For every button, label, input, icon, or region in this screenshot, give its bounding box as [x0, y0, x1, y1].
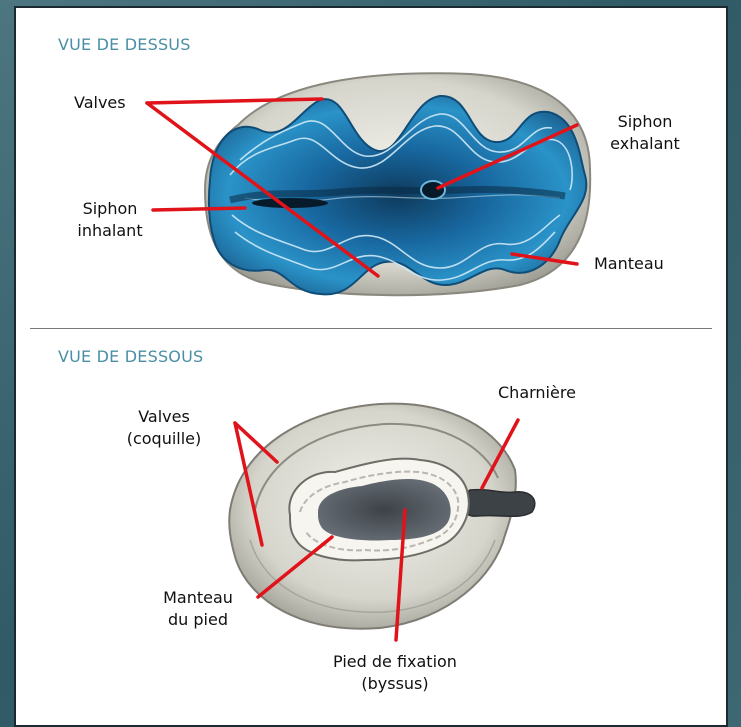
label-manteau-du-pied: Manteau du pied — [152, 587, 244, 631]
label-valves-coquille-line2: (coquille) — [116, 428, 212, 450]
label-valves-coquille-line1: Valves — [116, 406, 212, 428]
label-siphon-inhalant: Siphon inhalant — [70, 198, 150, 242]
label-siphon-exhalant-line2: exhalant — [602, 133, 688, 155]
label-siphon-inhalant-line2: inhalant — [70, 220, 150, 242]
label-siphon-inhalant-line1: Siphon — [70, 198, 150, 220]
top-view-clam — [205, 73, 590, 295]
label-siphon-exhalant: Siphon exhalant — [602, 111, 688, 155]
label-manteau: Manteau — [594, 253, 664, 275]
pointer-siphon-inhalant — [153, 208, 245, 210]
bottom-view-clam — [229, 404, 535, 629]
label-manteau-pied-line1: Manteau — [152, 587, 244, 609]
label-valves-coquille: Valves (coquille) — [116, 406, 212, 450]
label-pied-de-fixation: Pied de fixation (byssus) — [315, 651, 475, 695]
label-pied-fixation-line2: (byssus) — [315, 673, 475, 695]
label-valves: Valves — [74, 92, 126, 114]
label-pied-fixation-line1: Pied de fixation — [315, 651, 475, 673]
label-siphon-exhalant-line1: Siphon — [602, 111, 688, 133]
label-manteau-pied-line2: du pied — [152, 609, 244, 631]
title-vue-de-dessous: VUE DE DESSOUS — [58, 347, 203, 366]
label-charniere: Charnière — [498, 382, 576, 404]
siphon-exhalant-opening — [421, 181, 445, 199]
siphon-inhalant-opening — [252, 198, 328, 208]
title-vue-de-dessus: VUE DE DESSUS — [58, 35, 191, 54]
bottom-hinge — [462, 490, 534, 517]
section-divider — [30, 328, 712, 329]
